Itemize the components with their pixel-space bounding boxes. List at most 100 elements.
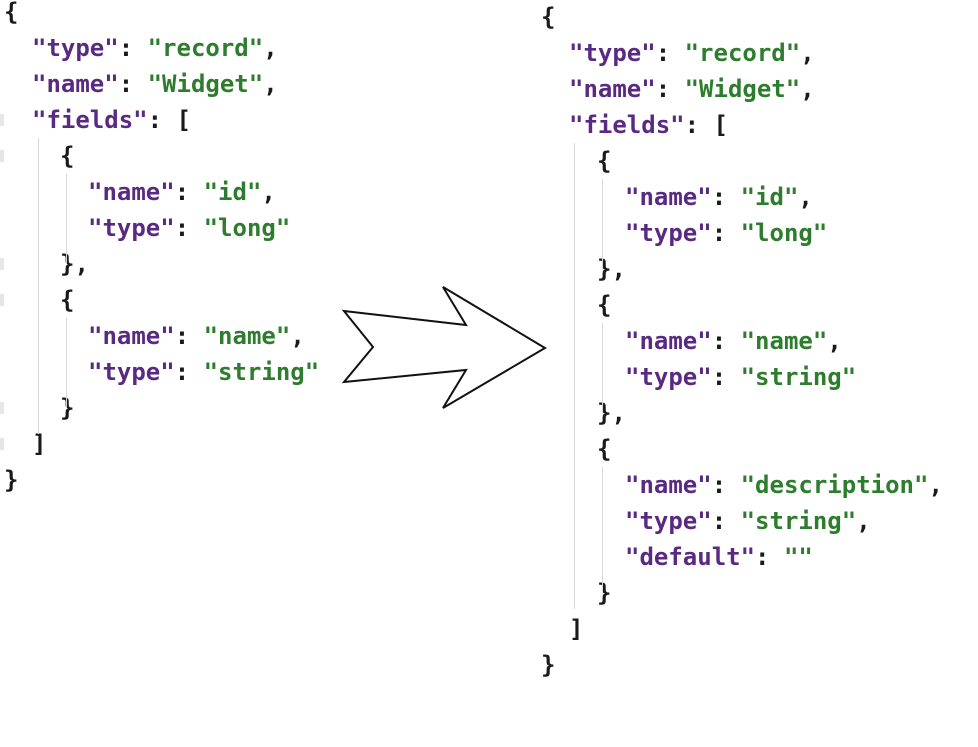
json-punctuation: : bbox=[174, 214, 204, 242]
json-punctuation: : bbox=[711, 507, 741, 535]
json-string: "name" bbox=[740, 327, 828, 355]
indent-guide bbox=[602, 467, 603, 593]
code-line: } bbox=[60, 390, 74, 426]
json-key: "fields" bbox=[569, 111, 685, 139]
json-punctuation: { bbox=[597, 291, 612, 319]
code-line: "type": "string" bbox=[88, 354, 319, 390]
json-punctuation: , bbox=[290, 322, 305, 350]
json-key: "name" bbox=[625, 327, 712, 355]
json-punctuation: : bbox=[174, 358, 204, 386]
json-string: "long" bbox=[203, 214, 291, 242]
json-string: "record" bbox=[147, 34, 264, 62]
json-key: "name" bbox=[32, 70, 119, 98]
code-line: { bbox=[597, 143, 611, 179]
json-punctuation: { bbox=[597, 435, 612, 463]
code-line: }, bbox=[597, 395, 626, 431]
json-punctuation: , bbox=[827, 327, 842, 355]
json-punctuation: , bbox=[856, 507, 871, 535]
code-line: } bbox=[541, 647, 555, 683]
json-punctuation: }, bbox=[60, 250, 89, 278]
gutter-marker bbox=[0, 258, 4, 270]
json-string: "" bbox=[783, 543, 813, 571]
json-punctuation: : bbox=[711, 363, 741, 391]
json-punctuation: { bbox=[60, 142, 75, 170]
code-line: "default": "" bbox=[625, 539, 813, 575]
code-line: } bbox=[4, 462, 18, 498]
indent-guide bbox=[66, 174, 67, 264]
indent-guide bbox=[66, 318, 67, 408]
code-line: } bbox=[597, 575, 611, 611]
indent-guide bbox=[602, 323, 603, 413]
json-punctuation: : bbox=[118, 34, 148, 62]
json-punctuation: }, bbox=[597, 255, 626, 283]
code-line: "type": "string" bbox=[625, 359, 856, 395]
json-key: "name" bbox=[625, 183, 712, 211]
code-line: }, bbox=[60, 246, 89, 282]
json-string: "string" bbox=[740, 507, 857, 535]
json-punctuation: : [ bbox=[684, 111, 728, 139]
indent-guide bbox=[602, 179, 603, 269]
json-key: "type" bbox=[625, 363, 712, 391]
json-punctuation: : bbox=[755, 543, 784, 571]
json-string: "name" bbox=[203, 322, 291, 350]
code-line: { bbox=[60, 138, 74, 174]
code-line: "type": "string", bbox=[625, 503, 871, 539]
json-key: "type" bbox=[32, 34, 119, 62]
json-key: "fields" bbox=[32, 106, 148, 134]
code-line: "name": "name", bbox=[88, 318, 305, 354]
gutter-marker bbox=[0, 294, 4, 306]
json-punctuation: { bbox=[4, 0, 19, 26]
json-punctuation: , bbox=[928, 471, 943, 499]
code-line: "type": "long" bbox=[88, 210, 290, 246]
gutter-marker bbox=[0, 150, 4, 162]
json-string: "string" bbox=[740, 363, 857, 391]
json-punctuation: { bbox=[60, 286, 75, 314]
json-key: "type" bbox=[88, 358, 175, 386]
json-punctuation: : bbox=[711, 327, 741, 355]
json-punctuation: } bbox=[541, 651, 556, 679]
json-punctuation: ] bbox=[569, 615, 584, 643]
json-key: "type" bbox=[625, 219, 712, 247]
json-key: "default" bbox=[625, 543, 756, 571]
json-punctuation: , bbox=[261, 178, 276, 206]
json-string: "id" bbox=[740, 183, 799, 211]
json-key: "name" bbox=[625, 471, 712, 499]
code-line: "name": "Widget", bbox=[32, 66, 278, 102]
json-punctuation: , bbox=[798, 183, 813, 211]
code-line: "name": "name", bbox=[625, 323, 842, 359]
json-punctuation: : bbox=[118, 70, 148, 98]
code-line: "fields": [ bbox=[569, 107, 728, 143]
json-punctuation: : bbox=[711, 219, 741, 247]
gutter-marker bbox=[0, 402, 4, 414]
code-line: "name": "id", bbox=[88, 174, 276, 210]
code-line: ] bbox=[569, 611, 583, 647]
json-punctuation: { bbox=[541, 3, 556, 31]
json-punctuation: : [ bbox=[147, 106, 191, 134]
json-string: "string" bbox=[203, 358, 320, 386]
code-line: { bbox=[4, 0, 18, 30]
json-string: "Widget" bbox=[684, 75, 801, 103]
json-string: "Widget" bbox=[147, 70, 264, 98]
json-punctuation: ] bbox=[32, 430, 47, 458]
code-line: "type": "record", bbox=[32, 30, 278, 66]
gutter-marker bbox=[0, 114, 4, 126]
json-key: "name" bbox=[88, 322, 175, 350]
json-key: "type" bbox=[88, 214, 175, 242]
code-line: { bbox=[597, 431, 611, 467]
json-key: "name" bbox=[88, 178, 175, 206]
json-punctuation: } bbox=[4, 466, 19, 494]
code-line: "type": "long" bbox=[625, 215, 827, 251]
json-punctuation: } bbox=[60, 394, 75, 422]
json-punctuation: , bbox=[263, 34, 278, 62]
json-string: "record" bbox=[684, 39, 801, 67]
json-string: "description" bbox=[740, 471, 929, 499]
json-key: "type" bbox=[569, 39, 656, 67]
json-punctuation: : bbox=[711, 471, 741, 499]
code-line: { bbox=[597, 287, 611, 323]
indent-guide bbox=[38, 138, 39, 434]
json-punctuation: , bbox=[800, 39, 815, 67]
json-string: "long" bbox=[740, 219, 828, 247]
json-key: "type" bbox=[625, 507, 712, 535]
code-line: "name": "Widget", bbox=[569, 71, 815, 107]
